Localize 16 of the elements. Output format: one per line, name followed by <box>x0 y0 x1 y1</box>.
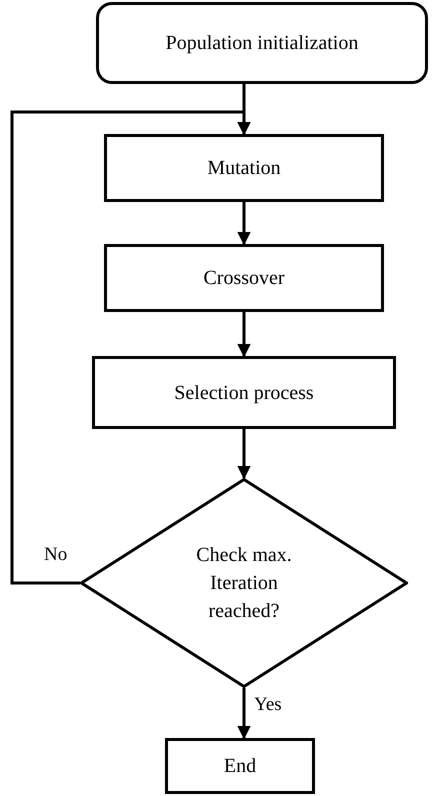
process-box <box>92 356 396 429</box>
node-text: Selection process <box>174 380 314 406</box>
process-box <box>165 738 315 794</box>
node-text: Population initialization <box>166 31 358 56</box>
node-text: Crossover <box>203 266 285 291</box>
arrow <box>237 688 251 740</box>
node-text: Mutation <box>207 156 281 181</box>
arrow <box>10 110 251 584</box>
arrow <box>237 202 251 246</box>
arrow <box>237 312 251 358</box>
start-box <box>96 2 428 84</box>
node-text: End <box>224 754 256 779</box>
node-text: Check max. Iteration reached? <box>195 543 293 624</box>
arrow <box>237 429 251 480</box>
process-box <box>104 134 384 202</box>
process-box <box>104 244 384 312</box>
